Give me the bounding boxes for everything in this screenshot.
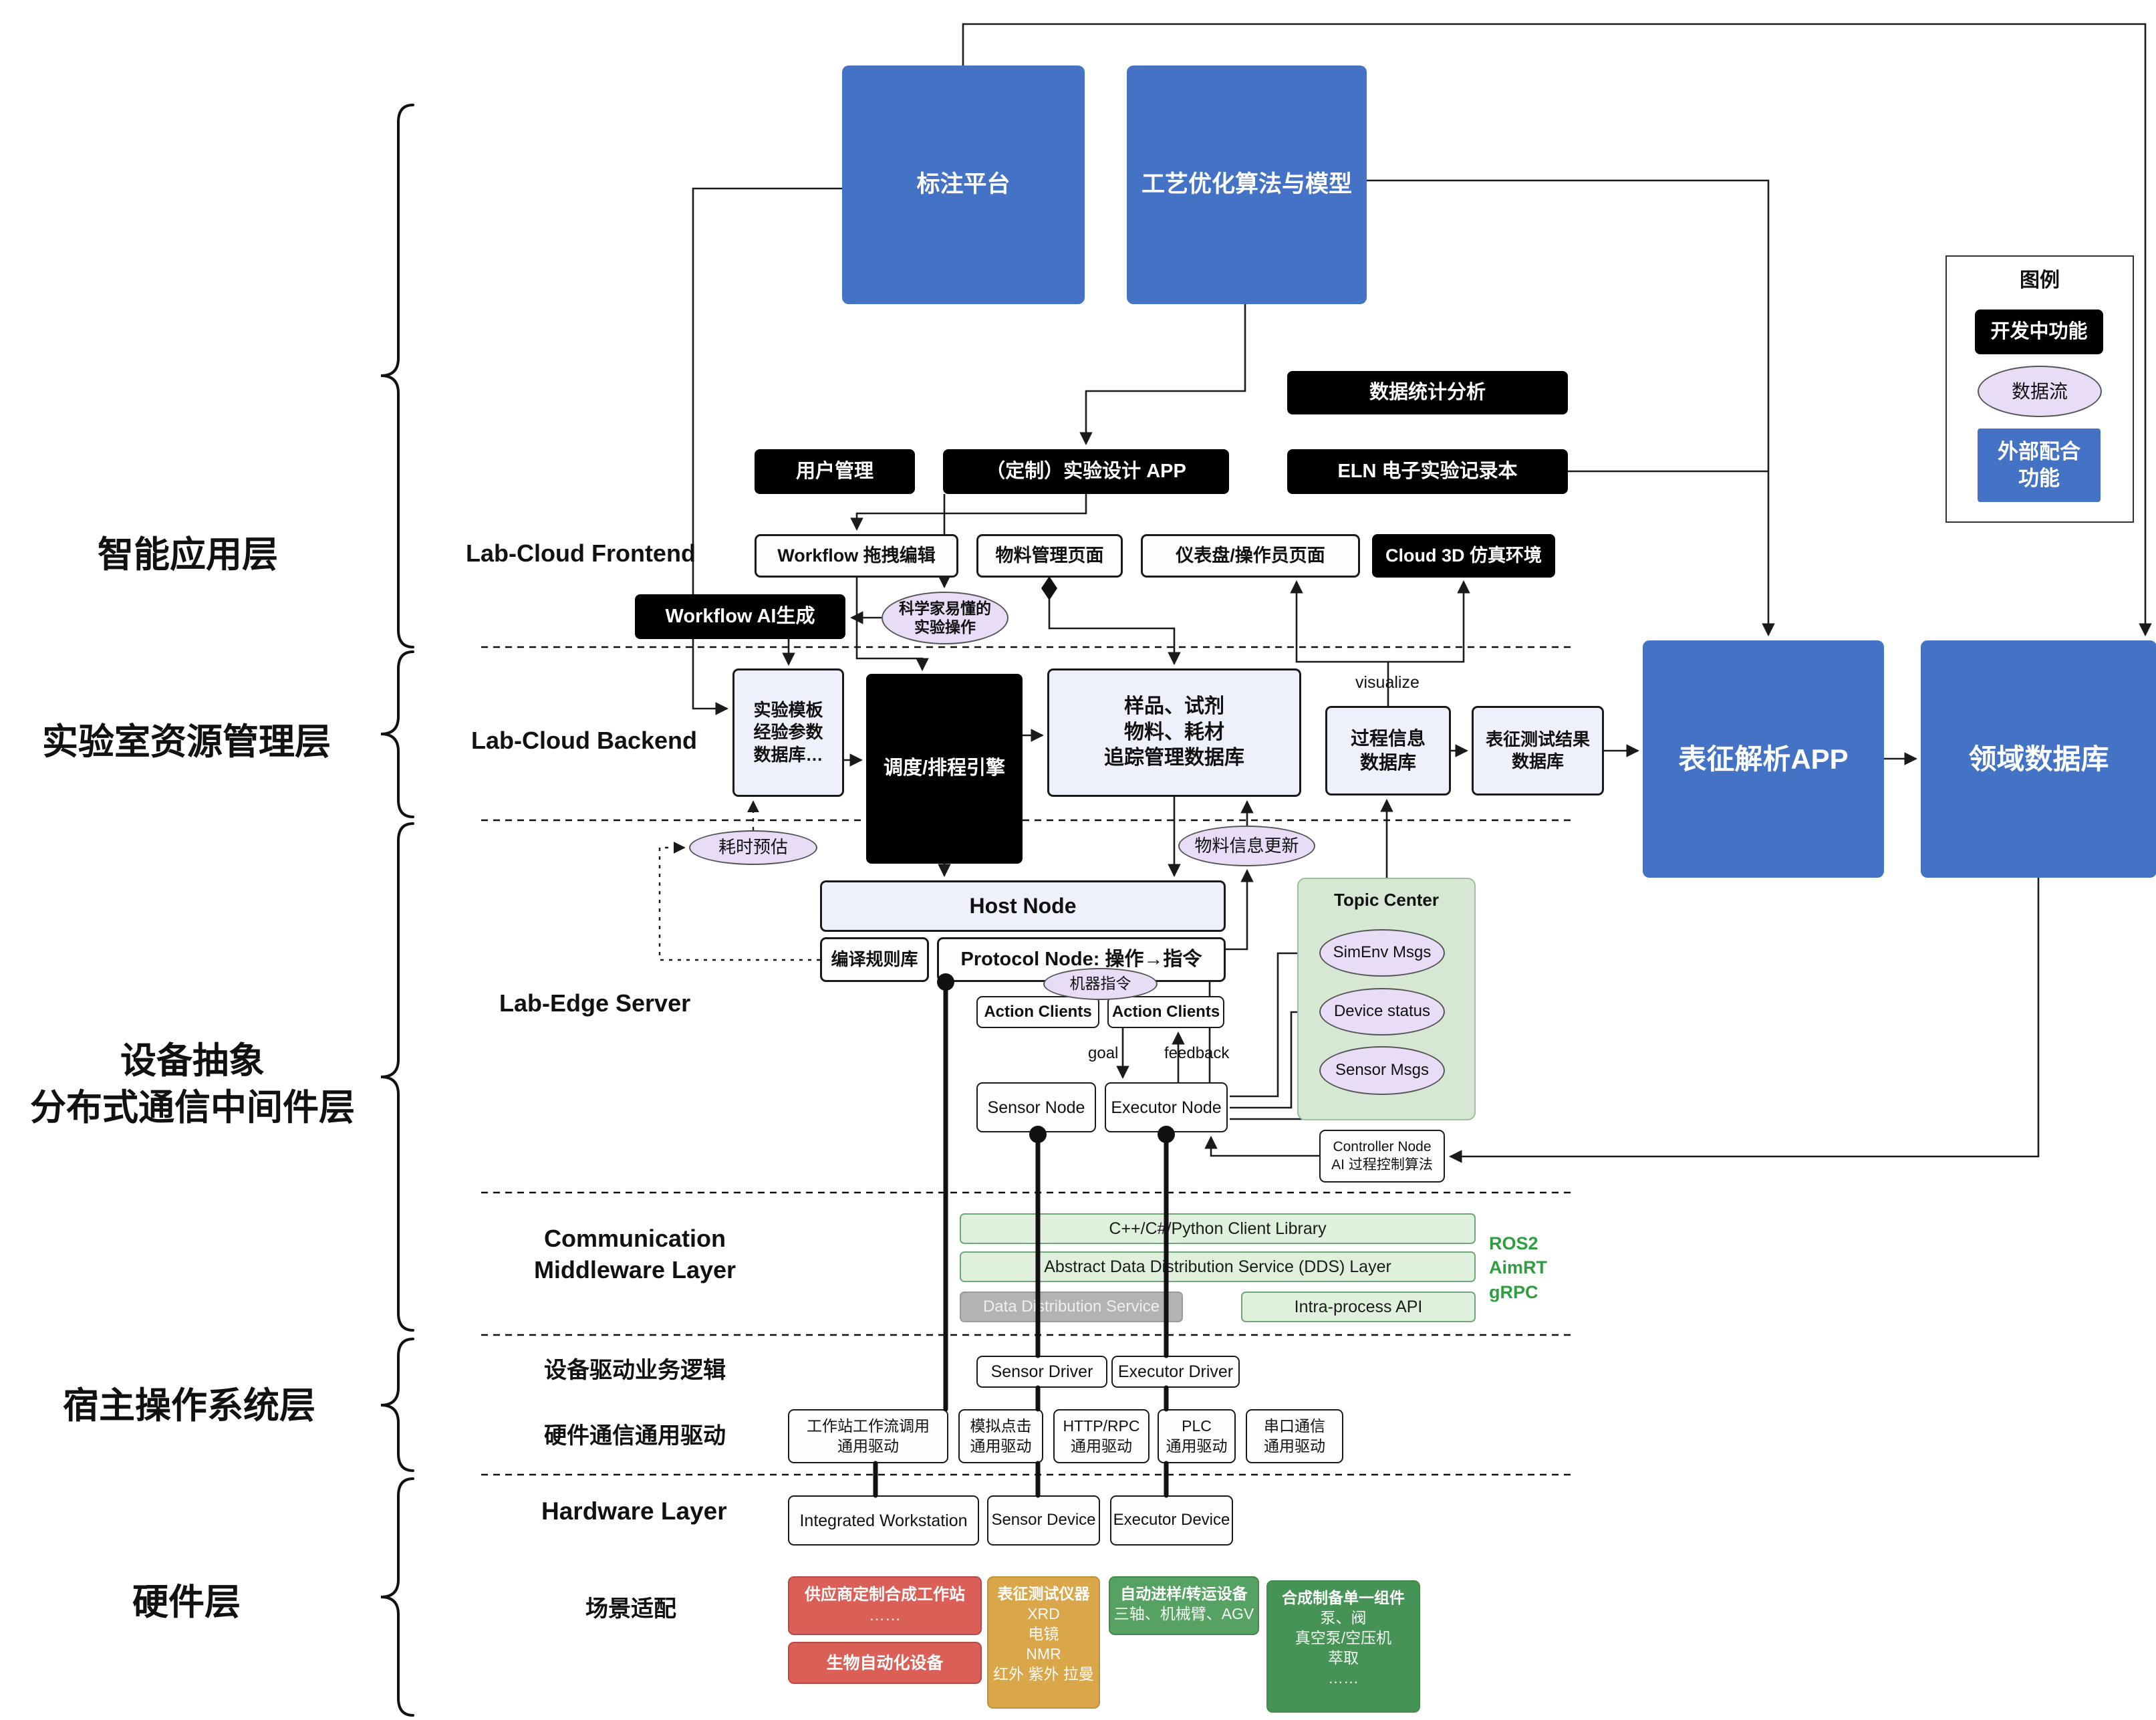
layer-braces bbox=[380, 104, 414, 1717]
label-lab-cloud-frontend: Lab-Cloud Frontend bbox=[466, 539, 696, 567]
transfer-devices-title: 自动进样/转运设备 bbox=[1120, 1585, 1248, 1602]
label-layer-resource: 实验室资源管理层 bbox=[42, 722, 331, 762]
node-characterization-app: 表征解析APP bbox=[1643, 640, 1884, 878]
node-dds-service: Data Distribution Service bbox=[960, 1292, 1183, 1322]
node-sensor-node: Sensor Node bbox=[976, 1082, 1096, 1132]
node-bio-automation: 生物自动化设备 bbox=[788, 1642, 982, 1684]
dataflow-machine-command: 机器指令 bbox=[1043, 968, 1158, 1000]
node-domain-database: 领域数据库 bbox=[1921, 640, 2156, 878]
node-driver-click-sim: 模拟点击 通用驱动 bbox=[958, 1409, 1043, 1463]
synthesis-components-title: 合成制备单一组件 bbox=[1282, 1589, 1405, 1606]
node-scheduler-engine: 调度/排程引擎 bbox=[866, 674, 1023, 864]
node-cloud-3d-sim: Cloud 3D 仿真环境 bbox=[1372, 534, 1555, 578]
label-layer-middleware: 设备抽象 分布式通信中间件层 bbox=[30, 1041, 355, 1128]
node-data-statistics: 数据统计分析 bbox=[1287, 371, 1568, 414]
label-goal: goal bbox=[1088, 1044, 1119, 1062]
node-compile-rules: 编译规则库 bbox=[820, 937, 929, 982]
label-lab-edge-server: Lab-Edge Server bbox=[499, 989, 691, 1017]
label-visualize: visualize bbox=[1355, 673, 1420, 692]
label-topic-center: Topic Center bbox=[1334, 890, 1439, 910]
node-user-management: 用户管理 bbox=[755, 449, 915, 494]
dataflow-device-status: Device status bbox=[1319, 988, 1445, 1035]
dataflow-sensor-msgs: Sensor Msgs bbox=[1319, 1046, 1445, 1095]
node-dds-abstract-layer: Abstract Data Distribution Service (DDS)… bbox=[960, 1251, 1476, 1282]
dataflow-material-update: 物料信息更新 bbox=[1178, 826, 1315, 866]
node-synthesis-components: 合成制备单一组件 泵、阀 真空泵/空压机 萃取 …… bbox=[1266, 1580, 1420, 1713]
node-host-node: Host Node bbox=[820, 880, 1226, 932]
label-device-driver-logic: 设备驱动业务逻辑 bbox=[544, 1358, 726, 1383]
node-vendor-workstation: 供应商定制合成工作站 …… bbox=[788, 1576, 982, 1635]
node-executor-device: Executor Device bbox=[1110, 1495, 1233, 1546]
node-workflow-drag-edit: Workflow 拖拽编辑 bbox=[755, 534, 958, 578]
node-executor-node: Executor Node bbox=[1105, 1082, 1228, 1132]
node-transfer-devices: 自动进样/转运设备 三轴、机械臂、AGV bbox=[1109, 1576, 1259, 1635]
node-characterization-instruments: 表征测试仪器 XRD 电镜 NMR 红外 紫外 拉曼 bbox=[987, 1576, 1100, 1709]
node-process-info-db: 过程信息 数据库 bbox=[1325, 706, 1451, 795]
vendor-workstation-title: 供应商定制合成工作站 bbox=[805, 1586, 965, 1604]
node-char-result-db: 表征测试结果 数据库 bbox=[1472, 706, 1604, 795]
dataflow-scientist-friendly-ops: 科学家易懂的 实验操作 bbox=[882, 592, 1008, 644]
node-process-optimization: 工艺优化算法与模型 bbox=[1127, 66, 1367, 304]
label-layer-host-os: 宿主操作系统层 bbox=[63, 1386, 315, 1426]
vendor-workstation-sub: …… bbox=[869, 1606, 901, 1625]
node-executor-driver: Executor Driver bbox=[1111, 1356, 1240, 1388]
label-hw-comm-driver: 硬件通信通用驱动 bbox=[544, 1423, 726, 1449]
characterization-instruments-title: 表征测试仪器 bbox=[997, 1585, 1090, 1602]
node-sample-tracking-db: 样品、试剂 物料、耗材 追踪管理数据库 bbox=[1047, 668, 1301, 797]
label-lab-cloud-backend: Lab-Cloud Backend bbox=[471, 727, 698, 754]
node-template-db: 实验模板 经验参数 数据库… bbox=[732, 668, 844, 797]
node-annotation-platform: 标注平台 bbox=[842, 66, 1085, 304]
node-driver-http-rpc: HTTP/RPC 通用驱动 bbox=[1053, 1409, 1150, 1463]
node-action-clients-2: Action Clients bbox=[1107, 996, 1224, 1028]
node-dashboard-operator-page: 仪表盘/操作员页面 bbox=[1141, 534, 1360, 578]
node-intra-process-api: Intra-process API bbox=[1241, 1292, 1476, 1322]
label-layer-app: 智能应用层 bbox=[98, 535, 278, 575]
node-workflow-ai-generate: Workflow AI生成 bbox=[635, 594, 845, 639]
node-sensor-driver: Sensor Driver bbox=[976, 1356, 1107, 1388]
characterization-instruments-items: XRD 电镜 NMR 红外 紫外 拉曼 bbox=[993, 1604, 1094, 1683]
node-client-library: C++/C#/Python Client Library bbox=[960, 1213, 1476, 1244]
node-driver-workstation-workflow: 工作站工作流调用 通用驱动 bbox=[788, 1409, 948, 1463]
dataflow-time-estimate: 耗时预估 bbox=[689, 830, 817, 865]
legend-item-dataflow: 数据流 bbox=[1978, 366, 2102, 417]
node-action-clients-1: Action Clients bbox=[976, 996, 1099, 1028]
node-driver-plc: PLC 通用驱动 bbox=[1158, 1409, 1236, 1463]
node-integrated-workstation: Integrated Workstation bbox=[788, 1495, 979, 1546]
dataflow-simenv-msgs: SimEnv Msgs bbox=[1319, 929, 1445, 977]
legend-title: 图例 bbox=[2020, 269, 2060, 291]
node-custom-experiment-app: （定制）实验设计 APP bbox=[943, 449, 1229, 494]
label-scene-adaptation: 场景适配 bbox=[585, 1596, 676, 1622]
legend-item-in-development: 开发中功能 bbox=[1975, 310, 2103, 354]
transfer-devices-sub: 三轴、机械臂、AGV bbox=[1113, 1604, 1254, 1622]
label-hardware-layer: Hardware Layer bbox=[541, 1497, 727, 1525]
node-driver-serial: 串口通信 通用驱动 bbox=[1246, 1409, 1343, 1463]
node-controller-node: Controller Node AI 过程控制算法 bbox=[1319, 1130, 1445, 1183]
legend-item-external: 外部配合 功能 bbox=[1978, 428, 2101, 502]
node-material-page: 物料管理页面 bbox=[976, 534, 1123, 578]
node-eln: ELN 电子实验记录本 bbox=[1287, 449, 1568, 494]
label-comm-middleware-layer: Communication Middleware Layer bbox=[533, 1225, 736, 1283]
node-sensor-device: Sensor Device bbox=[987, 1495, 1100, 1546]
label-layer-hardware: 硬件层 bbox=[132, 1582, 241, 1622]
label-middleware-stacks: ROS2 AimRT gRPC bbox=[1489, 1233, 1547, 1302]
label-feedback: feedback bbox=[1164, 1044, 1230, 1062]
synthesis-components-sub: 泵、阀 真空泵/空压机 萃取 …… bbox=[1295, 1608, 1392, 1687]
